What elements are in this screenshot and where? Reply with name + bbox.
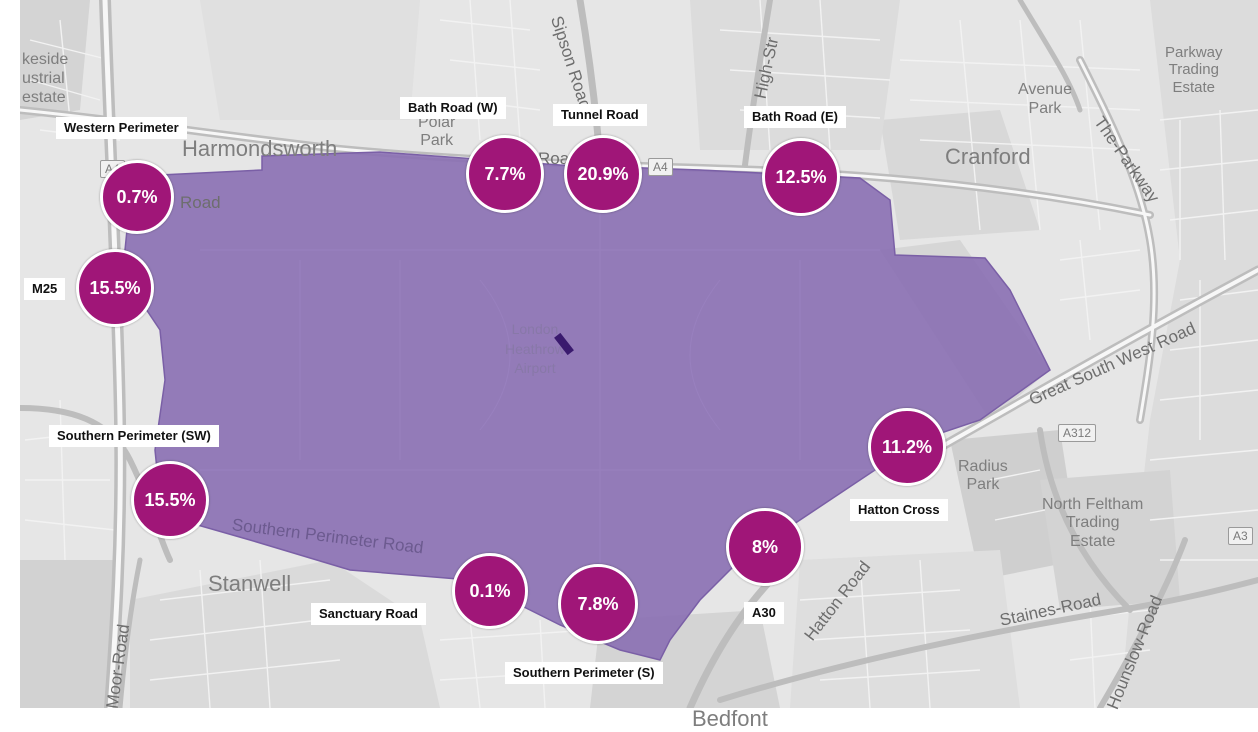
- label-southern-perimeter-s: Southern Perimeter (S): [505, 662, 663, 685]
- place-bedfont: Bedfont: [692, 706, 768, 731]
- place-heathrow-airport: London Heathrow Airport: [505, 321, 565, 377]
- place-stanwell: Stanwell: [208, 571, 292, 596]
- road-shield-a4: A4: [648, 158, 673, 177]
- label-bath-road-e: Bath Road (E): [744, 106, 846, 129]
- road-shield-a3: A3: [1228, 527, 1253, 546]
- label-bath-road-w: Bath Road (W): [400, 97, 506, 120]
- bubble-tunnel-road[interactable]: 20.9%: [564, 135, 642, 213]
- label-western-perimeter: Western Perimeter: [56, 117, 187, 140]
- bubble-sanctuary-road[interactable]: 0.1%: [452, 553, 528, 629]
- bubble-bath-road-w[interactable]: 7.7%: [466, 135, 544, 213]
- bubble-southern-perimeter-s[interactable]: 7.8%: [558, 564, 638, 644]
- label-m25: M25: [24, 278, 66, 301]
- bubble-bath-road-e[interactable]: 12.5%: [762, 138, 840, 216]
- bubble-a30[interactable]: 8%: [726, 508, 804, 586]
- label-tunnel-road: Tunnel Road: [553, 104, 647, 127]
- bubble-southern-perimeter-sw[interactable]: 15.5%: [131, 461, 209, 539]
- place-cranford: Cranford: [945, 144, 1031, 169]
- place-north-feltham-trading-estate: North Feltham Trading Estate: [1042, 496, 1144, 550]
- bubble-hatton-cross[interactable]: 11.2%: [868, 408, 946, 486]
- label-sanctuary-road: Sanctuary Road: [311, 603, 426, 626]
- road-western-road-fragment: Road: [180, 193, 221, 212]
- place-harmondsworth: Harmondsworth: [182, 136, 338, 161]
- place-lakeside-industrial-estate: keside ustrial estate: [22, 51, 69, 107]
- label-hatton-cross: Hatton Cross: [850, 499, 948, 522]
- place-polar-park: Polar Park: [418, 114, 456, 150]
- bubble-m25[interactable]: 15.5%: [76, 249, 154, 327]
- label-southern-perimeter-sw: Southern Perimeter (SW): [49, 425, 219, 448]
- airport-zone: [124, 151, 1051, 661]
- label-a30: A30: [744, 602, 784, 625]
- place-avenue-park: Avenue Park: [1018, 81, 1072, 118]
- bubble-western-perimeter[interactable]: 0.7%: [100, 160, 174, 234]
- road-shield-a312: A312: [1058, 424, 1097, 443]
- place-parkway-trading-estate: Parkway Trading Estate: [1165, 44, 1223, 96]
- place-radius-park: Radius Park: [958, 458, 1008, 494]
